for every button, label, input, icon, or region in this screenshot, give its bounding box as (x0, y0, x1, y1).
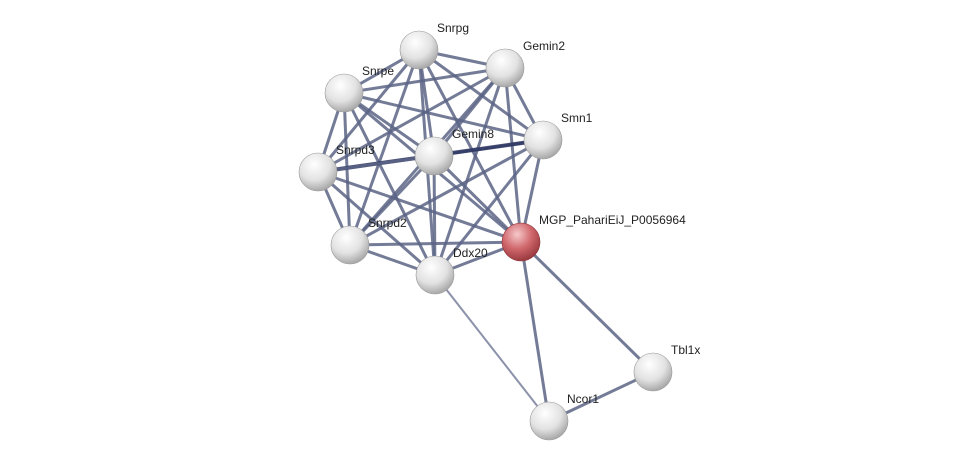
node-smn1[interactable]: Smn1 (523, 111, 593, 160)
node-label: MGP_PahariEiJ_P0056964 (539, 213, 686, 227)
edge-snrpd3-ddx20[interactable] (317, 170, 436, 277)
node-sphere[interactable] (633, 352, 673, 392)
node-label: Gemin2 (523, 39, 565, 53)
node-gemin2[interactable]: Gemin2 (485, 39, 565, 88)
node-label: Ncor1 (567, 392, 599, 406)
edge-gemin8-snrpd3[interactable] (317, 154, 435, 174)
node-snrpg[interactable]: Snrpg (399, 21, 469, 70)
node-sphere[interactable] (330, 225, 370, 265)
edge-mgp-tbl1x[interactable] (519, 240, 655, 374)
node-label: Gemin8 (452, 127, 494, 141)
edge-gemin2-snrpd3[interactable] (317, 66, 506, 174)
node-label: Snrpe (362, 64, 394, 78)
edge-gemin2-snrpe[interactable] (343, 66, 506, 95)
node-sphere[interactable] (523, 120, 563, 160)
node-ncor1[interactable]: Ncor1 (529, 392, 599, 441)
node-sphere[interactable] (324, 73, 364, 113)
edge-smn1-ddx20[interactable] (433, 139, 545, 276)
node-label: Smn1 (561, 111, 593, 125)
node-label: Snrpd3 (336, 143, 375, 157)
node-sphere[interactable] (415, 255, 455, 295)
node-ddx20[interactable]: Ddx20 (415, 246, 488, 295)
node-sphere[interactable] (414, 136, 454, 176)
node-mgp[interactable]: MGP_PahariEiJ_P0056964 (501, 213, 686, 262)
node-label: Snrpg (437, 21, 469, 35)
edge-gemin8-mgp[interactable] (432, 154, 523, 244)
node-gemin8[interactable]: Gemin8 (414, 127, 494, 176)
node-sphere[interactable] (501, 222, 541, 262)
node-sphere[interactable] (529, 401, 569, 441)
edge-gemin8-ddx20[interactable] (432, 155, 437, 276)
edge-snrpd2-mgp[interactable] (349, 240, 522, 247)
node-tbl1x[interactable]: Tbl1x (633, 343, 700, 392)
edge-snrpd3-mgp[interactable] (317, 170, 522, 244)
edge-gemin2-ddx20[interactable] (433, 67, 507, 276)
edge-snrpg-mgp[interactable] (417, 49, 523, 243)
node-label: Snrpd2 (368, 216, 407, 230)
node-snrpe[interactable]: Snrpe (324, 64, 394, 113)
node-sphere[interactable] (399, 30, 439, 70)
edge-snrpe-smn1[interactable] (343, 91, 544, 142)
node-snrpd2[interactable]: Snrpd2 (330, 216, 407, 265)
node-label: Tbl1x (671, 343, 700, 357)
node-label: Ddx20 (453, 246, 488, 260)
node-sphere[interactable] (298, 152, 338, 192)
edge-gemin8-snrpd2[interactable] (348, 154, 436, 247)
edge-ddx20-ncor1[interactable] (434, 274, 550, 422)
node-snrpd3[interactable]: Snrpd3 (298, 143, 375, 192)
node-sphere[interactable] (485, 48, 525, 88)
edge-mgp-ncor1[interactable] (519, 241, 551, 422)
